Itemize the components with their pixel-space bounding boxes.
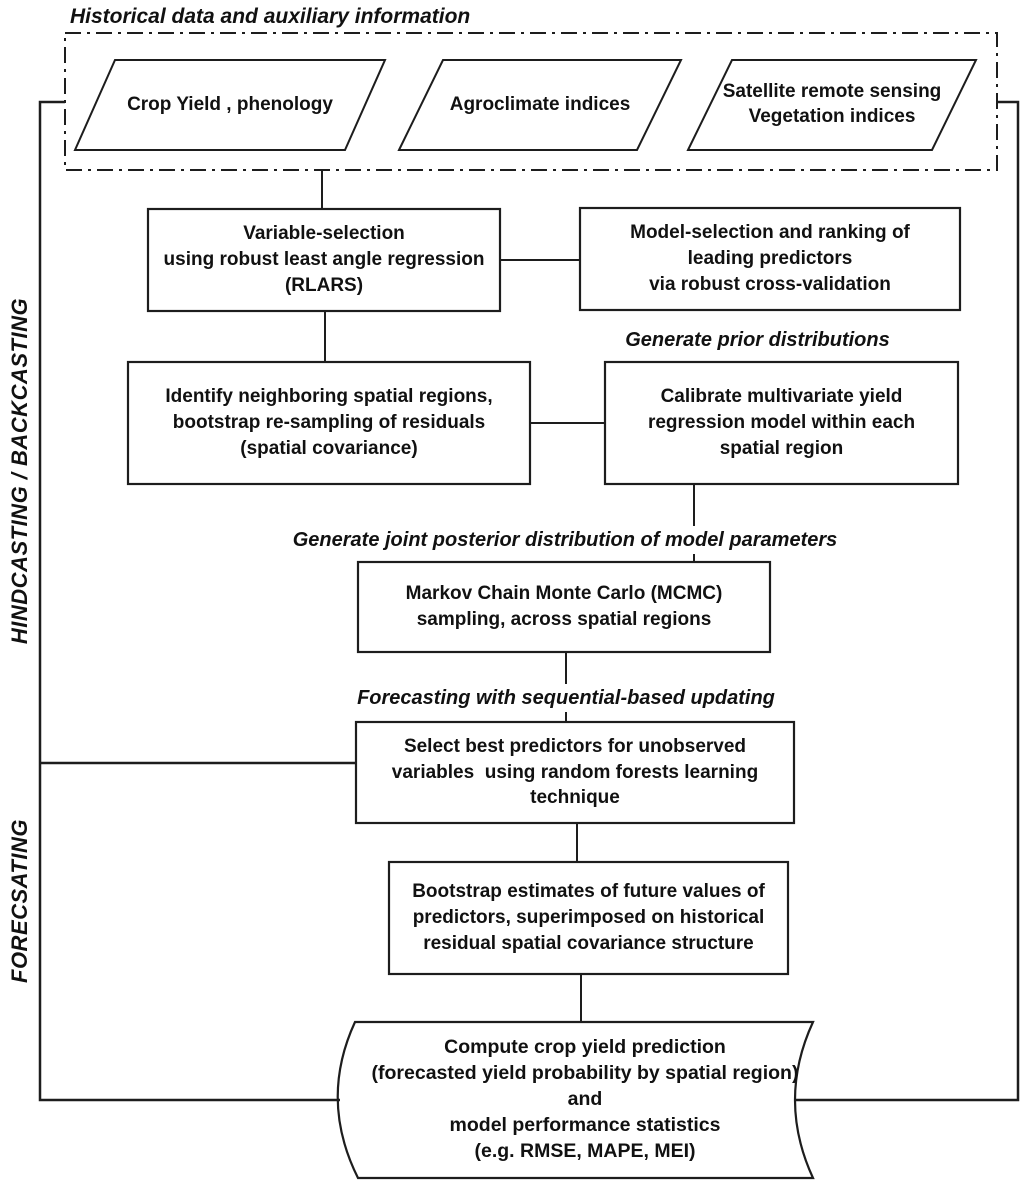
node-bootstrap-estimates: Bootstrap estimates of future values of … xyxy=(412,881,765,954)
node-output-document: Compute crop yield prediction (forecaste… xyxy=(371,1036,799,1162)
node-mcmc-sampling: Markov Chain Monte Carlo (MCMC) sampling… xyxy=(405,583,723,630)
side-label-forecasting: FORECSATING xyxy=(7,819,32,983)
input-crop-yield-label: Crop Yield , phenology xyxy=(127,93,333,115)
node-select-predictors: Select best predictors for unobserved va… xyxy=(391,735,759,809)
node-variable-selection: Variable-selection using robust least an… xyxy=(163,223,485,296)
input-satellite-label: Satellite remote sensing Vegetation indi… xyxy=(722,81,942,127)
input-agroclimate-label: Agroclimate indices xyxy=(449,93,631,115)
connector-left-spine xyxy=(38,100,340,1102)
side-label-hindcasting-backcasting: HINDCASTING / BACKCASTING xyxy=(7,297,32,645)
diagram-title: Historical data and auxiliary informatio… xyxy=(70,5,471,28)
output-document-shape xyxy=(336,1020,815,1180)
bootstrap-estimates-box xyxy=(387,860,790,976)
satellite-parallelogram xyxy=(686,59,978,151)
node-identify-regions: Identify neighboring spatial regions, bo… xyxy=(165,386,493,459)
stage-label-posterior: Generate joint posterior distribution of… xyxy=(290,526,840,554)
node-model-selection: Model-selection and ranking of leading p… xyxy=(630,222,910,295)
stage-label-prior: Generate prior distributions xyxy=(600,326,915,354)
connector-right-spine xyxy=(794,100,1020,1102)
mcmc-sampling-box xyxy=(356,560,772,654)
node-calibrate-model: Calibrate multivariate yield regression … xyxy=(647,386,916,459)
crop-yield-parallelogram xyxy=(73,59,387,151)
select-predictors-box xyxy=(354,720,796,825)
agroclimate-parallelogram xyxy=(397,59,683,151)
stage-label-forecast-updating: Forecasting with sequential-based updati… xyxy=(352,684,780,712)
